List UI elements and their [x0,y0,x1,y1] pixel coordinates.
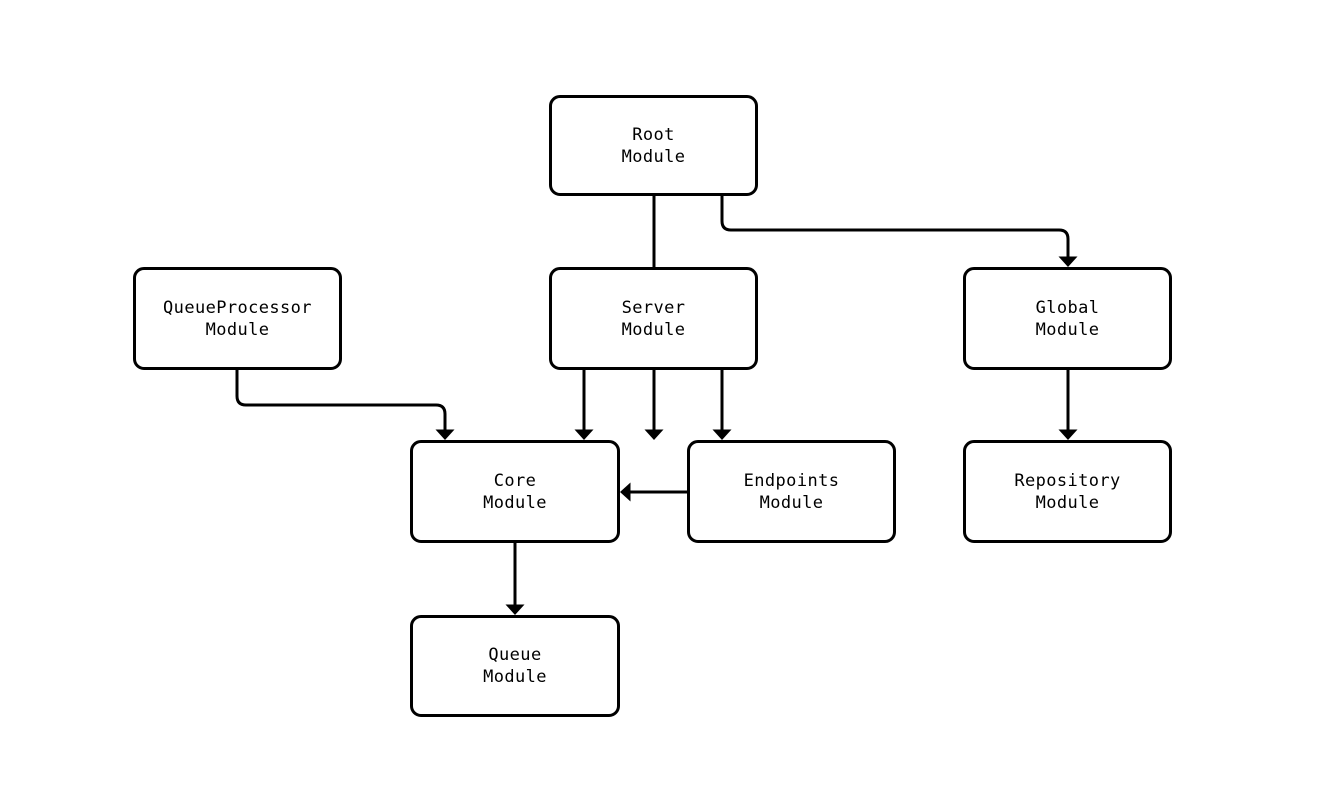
edge-queueprocessor-core [235,370,447,430]
node-label-repository-line1: Repository [1014,470,1121,491]
node-label-repository-line2: Module [1035,492,1100,513]
arrowhead-endpoints-core [620,482,631,502]
node-label-server-line2: Module [621,319,686,340]
node-label-queueprocessor-line2: Module [205,319,270,340]
node-label-core-line1: Core [493,470,537,491]
arrowhead-server-endpoints [712,429,732,440]
edge-root-global [720,196,1070,257]
node-label-core-line2: Module [483,492,547,513]
arrowhead-queueprocessor-core [435,429,455,440]
arrowhead-server-core [574,429,594,440]
node-label-global-line1: Global [1035,297,1100,318]
node-label-global-line2: Module [1035,319,1100,340]
node-label-root-line1: Root [632,124,675,145]
node-label-endpoints-line2: Module [759,492,824,513]
arrowhead-global-repository [1058,429,1078,440]
node-label-server-line1: Server [621,297,686,318]
node-label-root-line2: Module [621,146,686,167]
node-label-queue-line1: Queue [488,645,542,665]
node-label-endpoints-line1: Endpoints [743,470,840,491]
node-label-queueprocessor-line1: QueueProcessor [163,297,312,318]
node-label-queue-line2: Module [483,667,547,687]
arrowhead-root-server [644,429,664,440]
arrowhead-root-global [1058,256,1078,267]
arrowhead-core-queue [505,604,525,615]
